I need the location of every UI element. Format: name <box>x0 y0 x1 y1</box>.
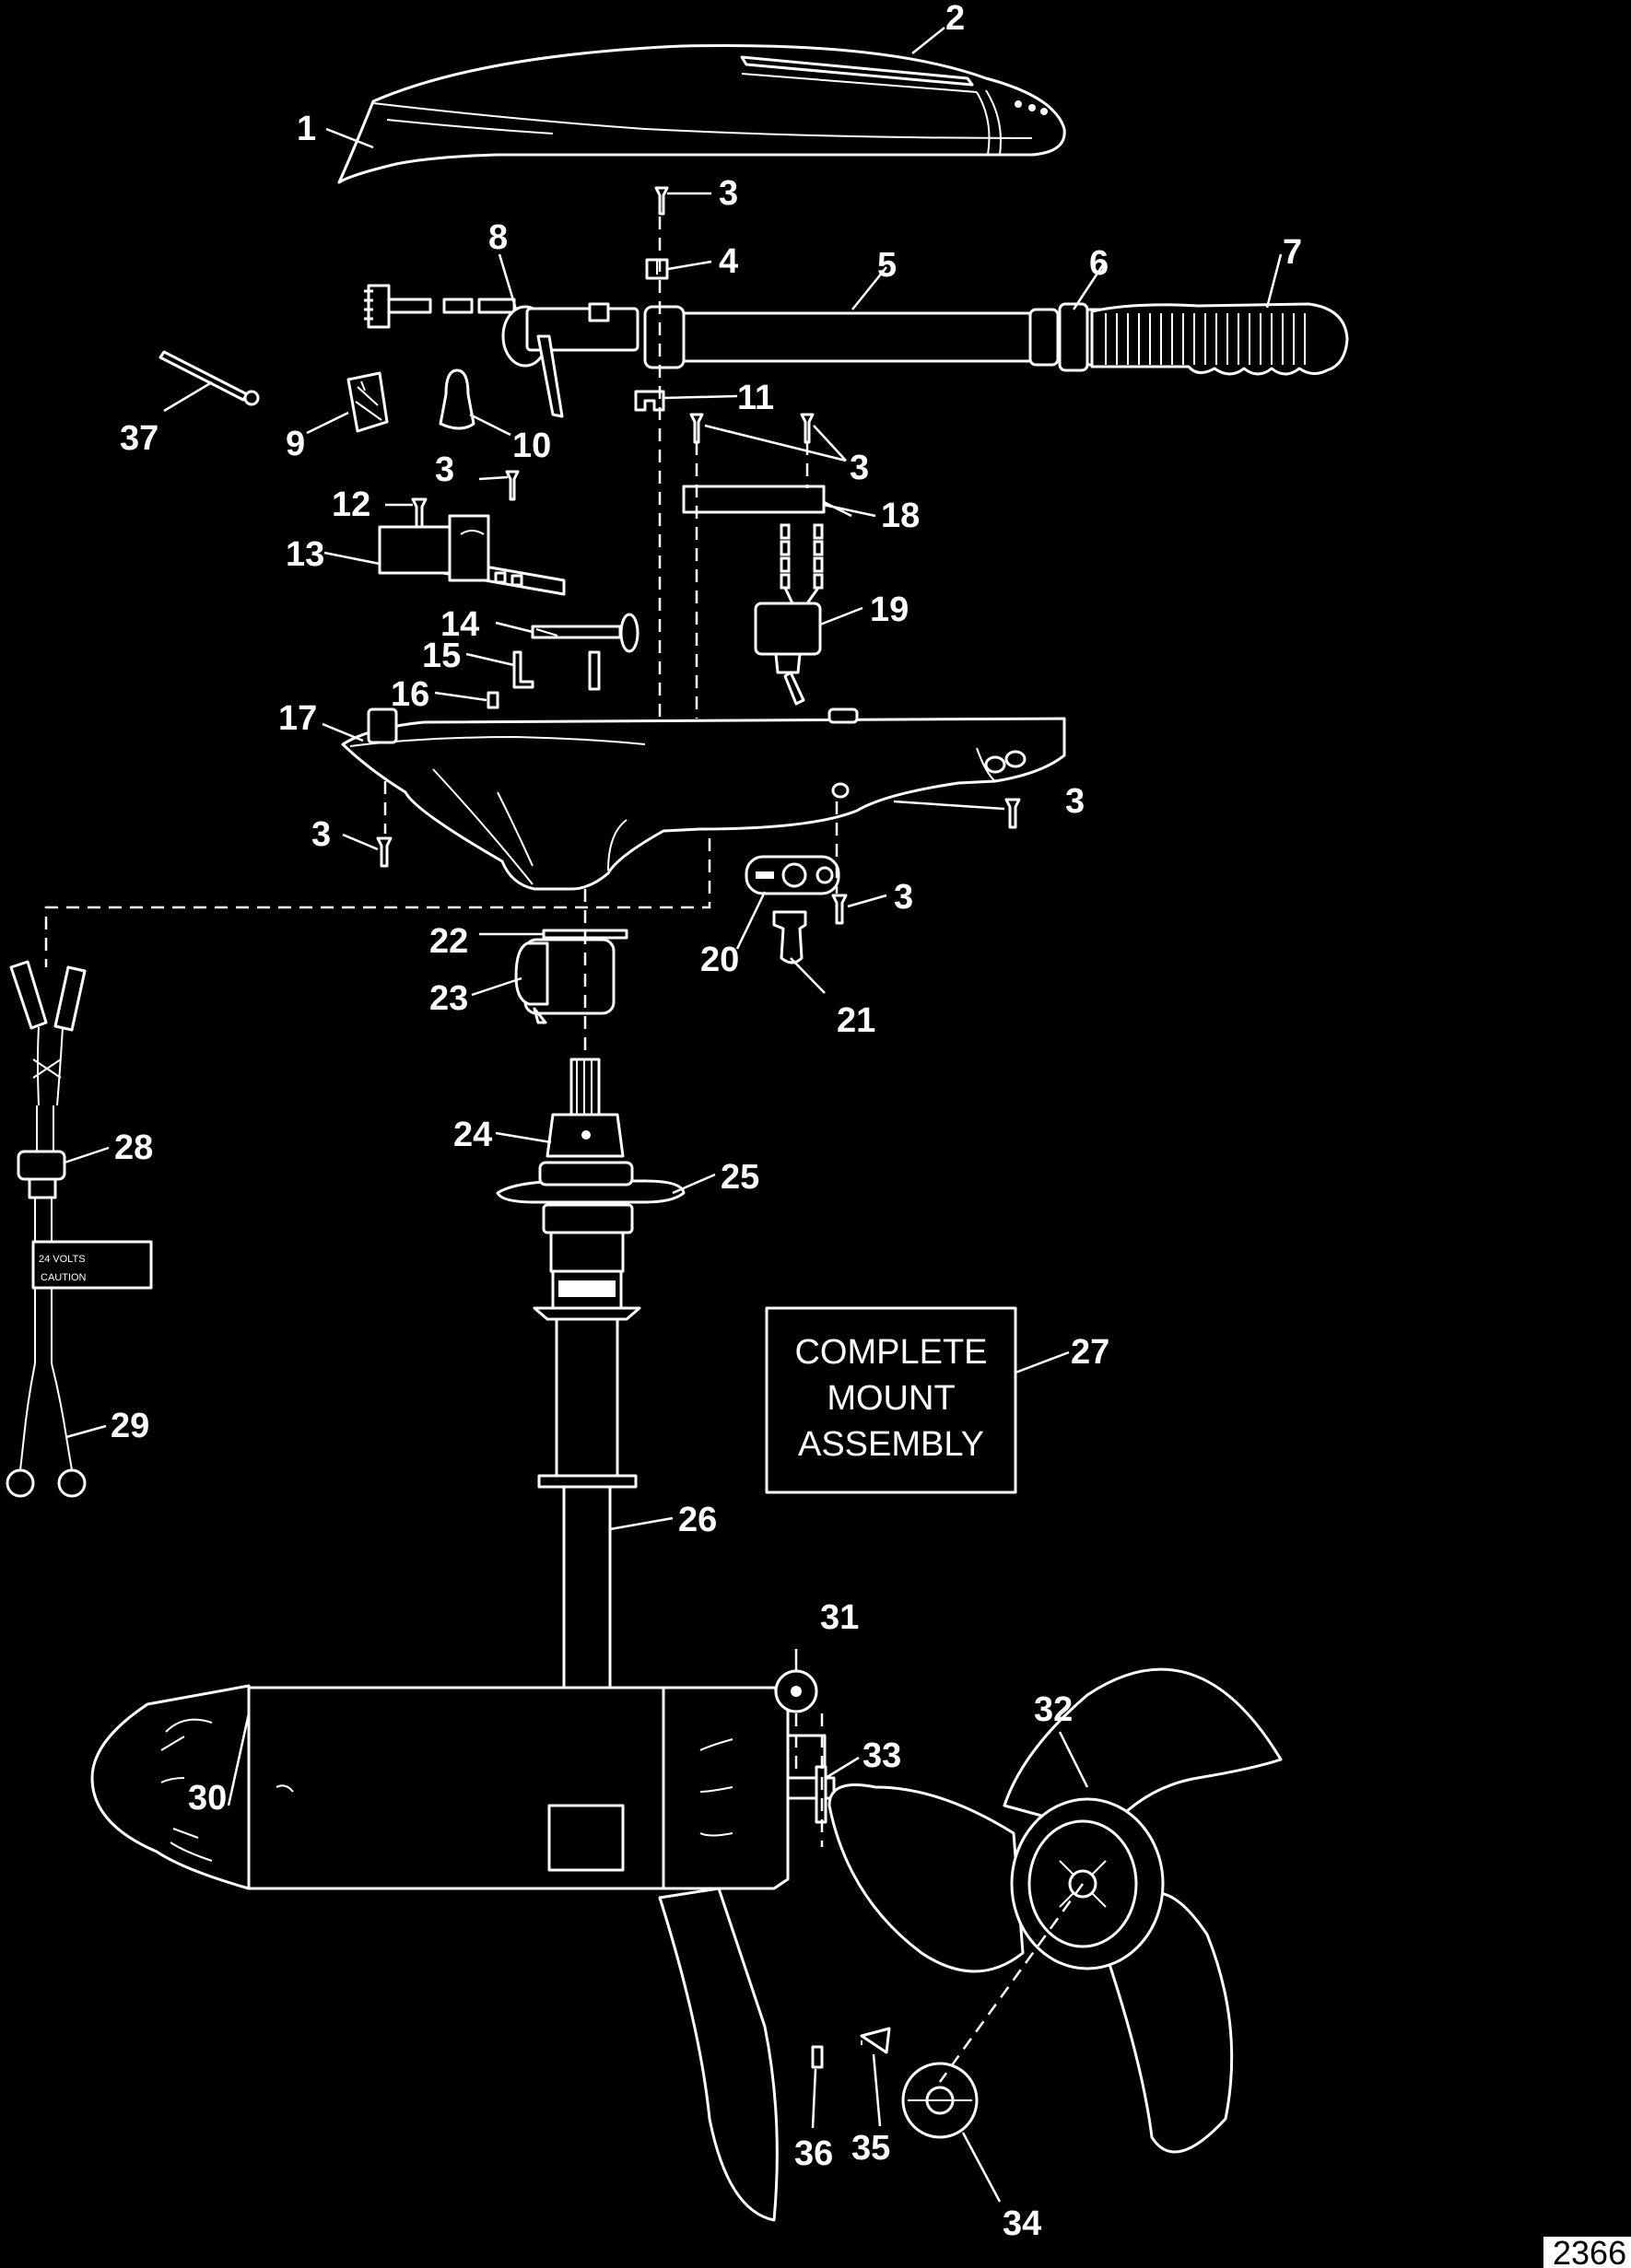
steering-bracket-20 <box>745 855 840 895</box>
callout-36: 36 <box>794 2134 833 2173</box>
speed-switch-assembly <box>364 284 639 418</box>
callout-8: 8 <box>488 218 508 257</box>
callout-16: 16 <box>391 675 429 714</box>
screw-lower-right <box>831 894 848 925</box>
callout-1: 1 <box>297 110 316 148</box>
callout-4: 4 <box>719 242 738 281</box>
figure-number-panel <box>1543 2237 1631 2268</box>
figure-number: 2366 <box>1553 2234 1626 2268</box>
callout-23: 23 <box>429 979 468 1018</box>
pin-36 <box>811 2045 824 2069</box>
prop-washer-31 <box>774 1669 818 1713</box>
switch-cover-18 <box>682 485 826 514</box>
callout-3-lower: 3 <box>894 878 913 917</box>
pivot-pin <box>531 613 639 653</box>
callout-27: 27 <box>1071 1333 1109 1372</box>
lower-motor-housing <box>90 1684 790 2222</box>
callout-14: 14 <box>440 605 479 644</box>
callout-9: 9 <box>286 425 305 463</box>
cable-tie <box>158 350 260 406</box>
screw-pair-upper <box>689 413 815 444</box>
screw-12 <box>411 497 428 529</box>
retainer-clip-4 <box>645 258 669 280</box>
callout-6: 6 <box>1089 244 1109 283</box>
assembly-box-line-1: COMPLETE <box>794 1333 987 1372</box>
screw-circuit <box>505 470 520 501</box>
screw-housing-left <box>376 836 393 868</box>
wire-nut <box>439 368 475 430</box>
callout-10: 10 <box>512 427 551 465</box>
callout-35: 35 <box>851 2129 890 2168</box>
callout-21: 21 <box>837 1001 875 1040</box>
callout-12: 12 <box>332 485 370 524</box>
callout-3-top: 3 <box>719 174 738 213</box>
propeller <box>827 1667 1283 2154</box>
callout-17: 17 <box>278 699 317 738</box>
callout-20: 20 <box>700 941 739 979</box>
mount-bracket-25 <box>496 1161 686 1234</box>
callout-19: 19 <box>870 590 909 629</box>
callout-15: 15 <box>422 637 461 675</box>
callout-30: 30 <box>188 1779 227 1818</box>
callout-3-board: 3 <box>435 450 454 489</box>
callout-11: 11 <box>737 379 774 417</box>
handle-collar <box>1058 302 1089 372</box>
screw-35 <box>860 2027 891 2054</box>
callout-28: 28 <box>114 1128 153 1167</box>
callout-25: 25 <box>721 1158 759 1197</box>
spring-clip <box>512 650 534 689</box>
control-board <box>378 514 566 596</box>
callout-34: 34 <box>1003 2204 1041 2243</box>
tiller-tube <box>643 305 1119 369</box>
callout-32: 32 <box>1034 1690 1073 1729</box>
small-spacer <box>487 691 499 709</box>
drive-pin-33 <box>815 1765 827 1824</box>
callout-13: 13 <box>286 535 324 574</box>
callout-22: 22 <box>429 922 468 961</box>
knob-21 <box>772 910 807 964</box>
battery-leads: 24 VOLTS CAUTION <box>6 960 153 1498</box>
screw-housing-right <box>1004 798 1021 829</box>
callout-3-pair: 3 <box>850 449 869 487</box>
top-cover <box>337 43 1066 184</box>
callout-5: 5 <box>877 246 897 285</box>
hand-grip <box>1090 302 1349 376</box>
decal-line-2: CAUTION <box>41 1272 87 1283</box>
callout-3-right: 3 <box>1065 782 1085 821</box>
decal-line-1: 24 VOLTS <box>39 1254 86 1265</box>
callout-3-left: 3 <box>311 815 331 854</box>
callout-33: 33 <box>862 1736 901 1775</box>
callout-31: 31 <box>820 1598 859 1637</box>
callout-2: 2 <box>945 0 965 38</box>
shaft-top-24 <box>546 1058 625 1158</box>
callout-26: 26 <box>678 1501 717 1539</box>
assembly-box: COMPLETE MOUNT ASSEMBLY <box>765 1306 1017 1494</box>
cover-trim-strip <box>740 55 978 93</box>
callout-7: 7 <box>1283 233 1302 272</box>
wire-connector <box>346 371 389 433</box>
callout-labels: 1 2 3 4 5 6 7 8 3 3 9 10 11 12 13 14 15 … <box>111 0 1302 2243</box>
head-housing <box>341 707 1066 891</box>
prop-nut-34 <box>901 2062 979 2139</box>
small-pin <box>588 650 601 691</box>
assembly-box-line-3: ASSEMBLY <box>798 1425 984 1464</box>
screw-top <box>654 186 669 216</box>
assembly-box-line-2: MOUNT <box>827 1379 955 1418</box>
collar-23 <box>514 938 616 1024</box>
callout-24: 24 <box>453 1116 492 1154</box>
callout-18: 18 <box>881 497 920 535</box>
leader-lines <box>64 27 1283 2203</box>
reverse-switch-19 <box>754 523 824 706</box>
callout-37: 37 <box>120 419 158 458</box>
callout-29: 29 <box>111 1407 149 1445</box>
